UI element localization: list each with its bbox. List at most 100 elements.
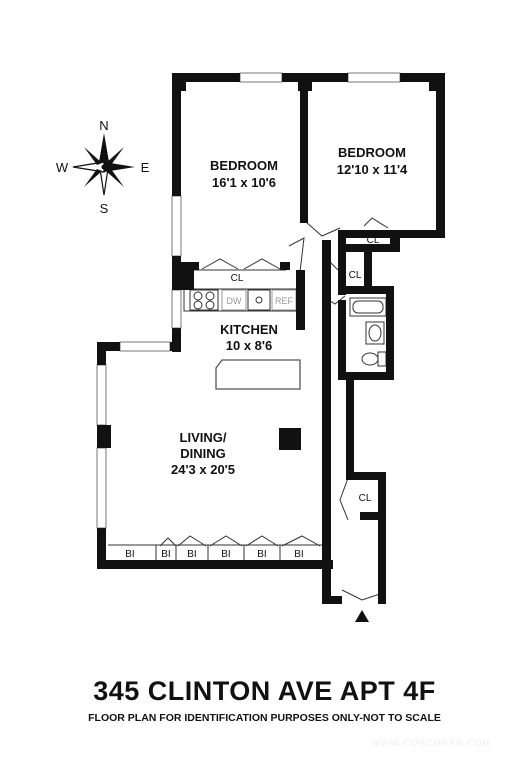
closet-label: CL bbox=[231, 273, 244, 284]
wall bbox=[172, 73, 181, 196]
door-swing bbox=[159, 537, 177, 547]
wall bbox=[280, 262, 290, 270]
door-swing bbox=[305, 221, 341, 237]
bath-sink-basin bbox=[368, 324, 382, 342]
stove-burner bbox=[205, 300, 215, 310]
compass-east-label: E bbox=[141, 160, 150, 175]
wall bbox=[338, 300, 346, 380]
wall bbox=[364, 244, 372, 294]
entry-arrow-icon bbox=[355, 610, 369, 622]
wall bbox=[338, 286, 388, 294]
window bbox=[171, 195, 182, 257]
wall bbox=[346, 472, 386, 480]
window bbox=[171, 289, 182, 329]
structural-column bbox=[279, 428, 301, 450]
bedroom-2-name: BEDROOM bbox=[338, 145, 406, 160]
door-swing bbox=[243, 258, 281, 270]
wall bbox=[97, 528, 106, 568]
stove-burner bbox=[193, 300, 203, 310]
wall bbox=[172, 328, 181, 352]
wall bbox=[282, 73, 348, 82]
wall bbox=[97, 342, 106, 365]
listing-title: 345 CLINTON AVE APT 4F bbox=[93, 676, 436, 706]
window bbox=[96, 364, 107, 426]
built-in-label: BI bbox=[294, 549, 303, 560]
bedroom-2-size: 12'10 x 11'4 bbox=[337, 162, 408, 177]
compass-se-point bbox=[106, 169, 124, 187]
compass-north-label: N bbox=[99, 118, 108, 133]
closet-label: CL bbox=[367, 235, 380, 246]
door-swing bbox=[281, 535, 321, 547]
wall bbox=[322, 596, 342, 604]
wall bbox=[170, 342, 181, 351]
kitchen-size: 10 x 8'6 bbox=[226, 338, 272, 353]
compass-nw-point bbox=[84, 147, 102, 165]
bedroom-1-size: 16'1 x 10'6 bbox=[212, 175, 276, 190]
window bbox=[96, 447, 107, 529]
living-name-line2: DINING bbox=[180, 446, 226, 461]
wall bbox=[346, 372, 354, 480]
kitchen-island bbox=[215, 359, 301, 390]
wall bbox=[346, 372, 394, 380]
wall bbox=[172, 73, 240, 82]
compass-west-label: W bbox=[56, 160, 69, 175]
toilet-bowl bbox=[361, 352, 379, 366]
refrigerator-label: REF bbox=[275, 296, 294, 306]
kitchen-sink bbox=[247, 289, 271, 311]
compass-sw-point bbox=[84, 169, 102, 187]
wall bbox=[296, 270, 305, 330]
door-swing bbox=[288, 237, 305, 273]
compass-north-point bbox=[99, 133, 109, 162]
kitchen-name: KITCHEN bbox=[220, 322, 278, 337]
door-swing bbox=[209, 535, 243, 547]
toilet-tank bbox=[377, 351, 387, 367]
compass-south-label: S bbox=[100, 201, 109, 216]
door-swing bbox=[245, 535, 279, 547]
bathtub-inner bbox=[352, 300, 384, 314]
wall-block bbox=[97, 425, 111, 448]
wall bbox=[300, 73, 308, 223]
window bbox=[119, 341, 171, 352]
wall bbox=[378, 472, 386, 512]
wall bbox=[322, 240, 331, 560]
wall bbox=[400, 73, 445, 82]
door-swing bbox=[363, 217, 389, 229]
compass-ne-point bbox=[106, 147, 124, 165]
dishwasher-label: DW bbox=[227, 296, 242, 306]
wall bbox=[360, 512, 386, 520]
compass-east-point bbox=[104, 162, 135, 172]
wall bbox=[338, 230, 346, 295]
built-in-label: BI bbox=[187, 549, 196, 560]
entry-door-swing bbox=[341, 589, 381, 601]
wall bbox=[378, 596, 386, 604]
dishwasher bbox=[221, 289, 247, 311]
compass-rose: N S E W bbox=[56, 118, 150, 216]
wall bbox=[378, 512, 386, 604]
wall bbox=[97, 342, 120, 351]
window bbox=[239, 72, 283, 83]
wall bbox=[97, 560, 333, 569]
door-swing bbox=[339, 477, 349, 521]
stove-burner bbox=[205, 291, 215, 301]
walls bbox=[97, 73, 445, 604]
built-in-label: BI bbox=[161, 549, 170, 560]
compass-center bbox=[101, 164, 107, 170]
disclaimer: FLOOR PLAN FOR IDENTIFICATION PURPOSES O… bbox=[88, 712, 441, 724]
stove-burner bbox=[193, 291, 203, 301]
living-size: 24'3 x 20'5 bbox=[171, 462, 235, 477]
wall bbox=[181, 262, 199, 270]
built-in-label: BI bbox=[257, 549, 266, 560]
stove bbox=[189, 289, 219, 311]
bedroom-1-name: BEDROOM bbox=[210, 158, 278, 173]
built-in-label: BI bbox=[221, 549, 230, 560]
door-swing bbox=[177, 535, 207, 547]
wall bbox=[390, 230, 400, 248]
living-name-line1: LIVING/ bbox=[180, 430, 227, 445]
wall bbox=[322, 560, 331, 604]
watermark: WWW.CORCORAN.COM bbox=[371, 738, 491, 748]
closet-label: CL bbox=[359, 493, 372, 504]
closet-label: CL bbox=[349, 270, 362, 281]
wall bbox=[386, 286, 394, 380]
built-in-label: BI bbox=[125, 549, 134, 560]
